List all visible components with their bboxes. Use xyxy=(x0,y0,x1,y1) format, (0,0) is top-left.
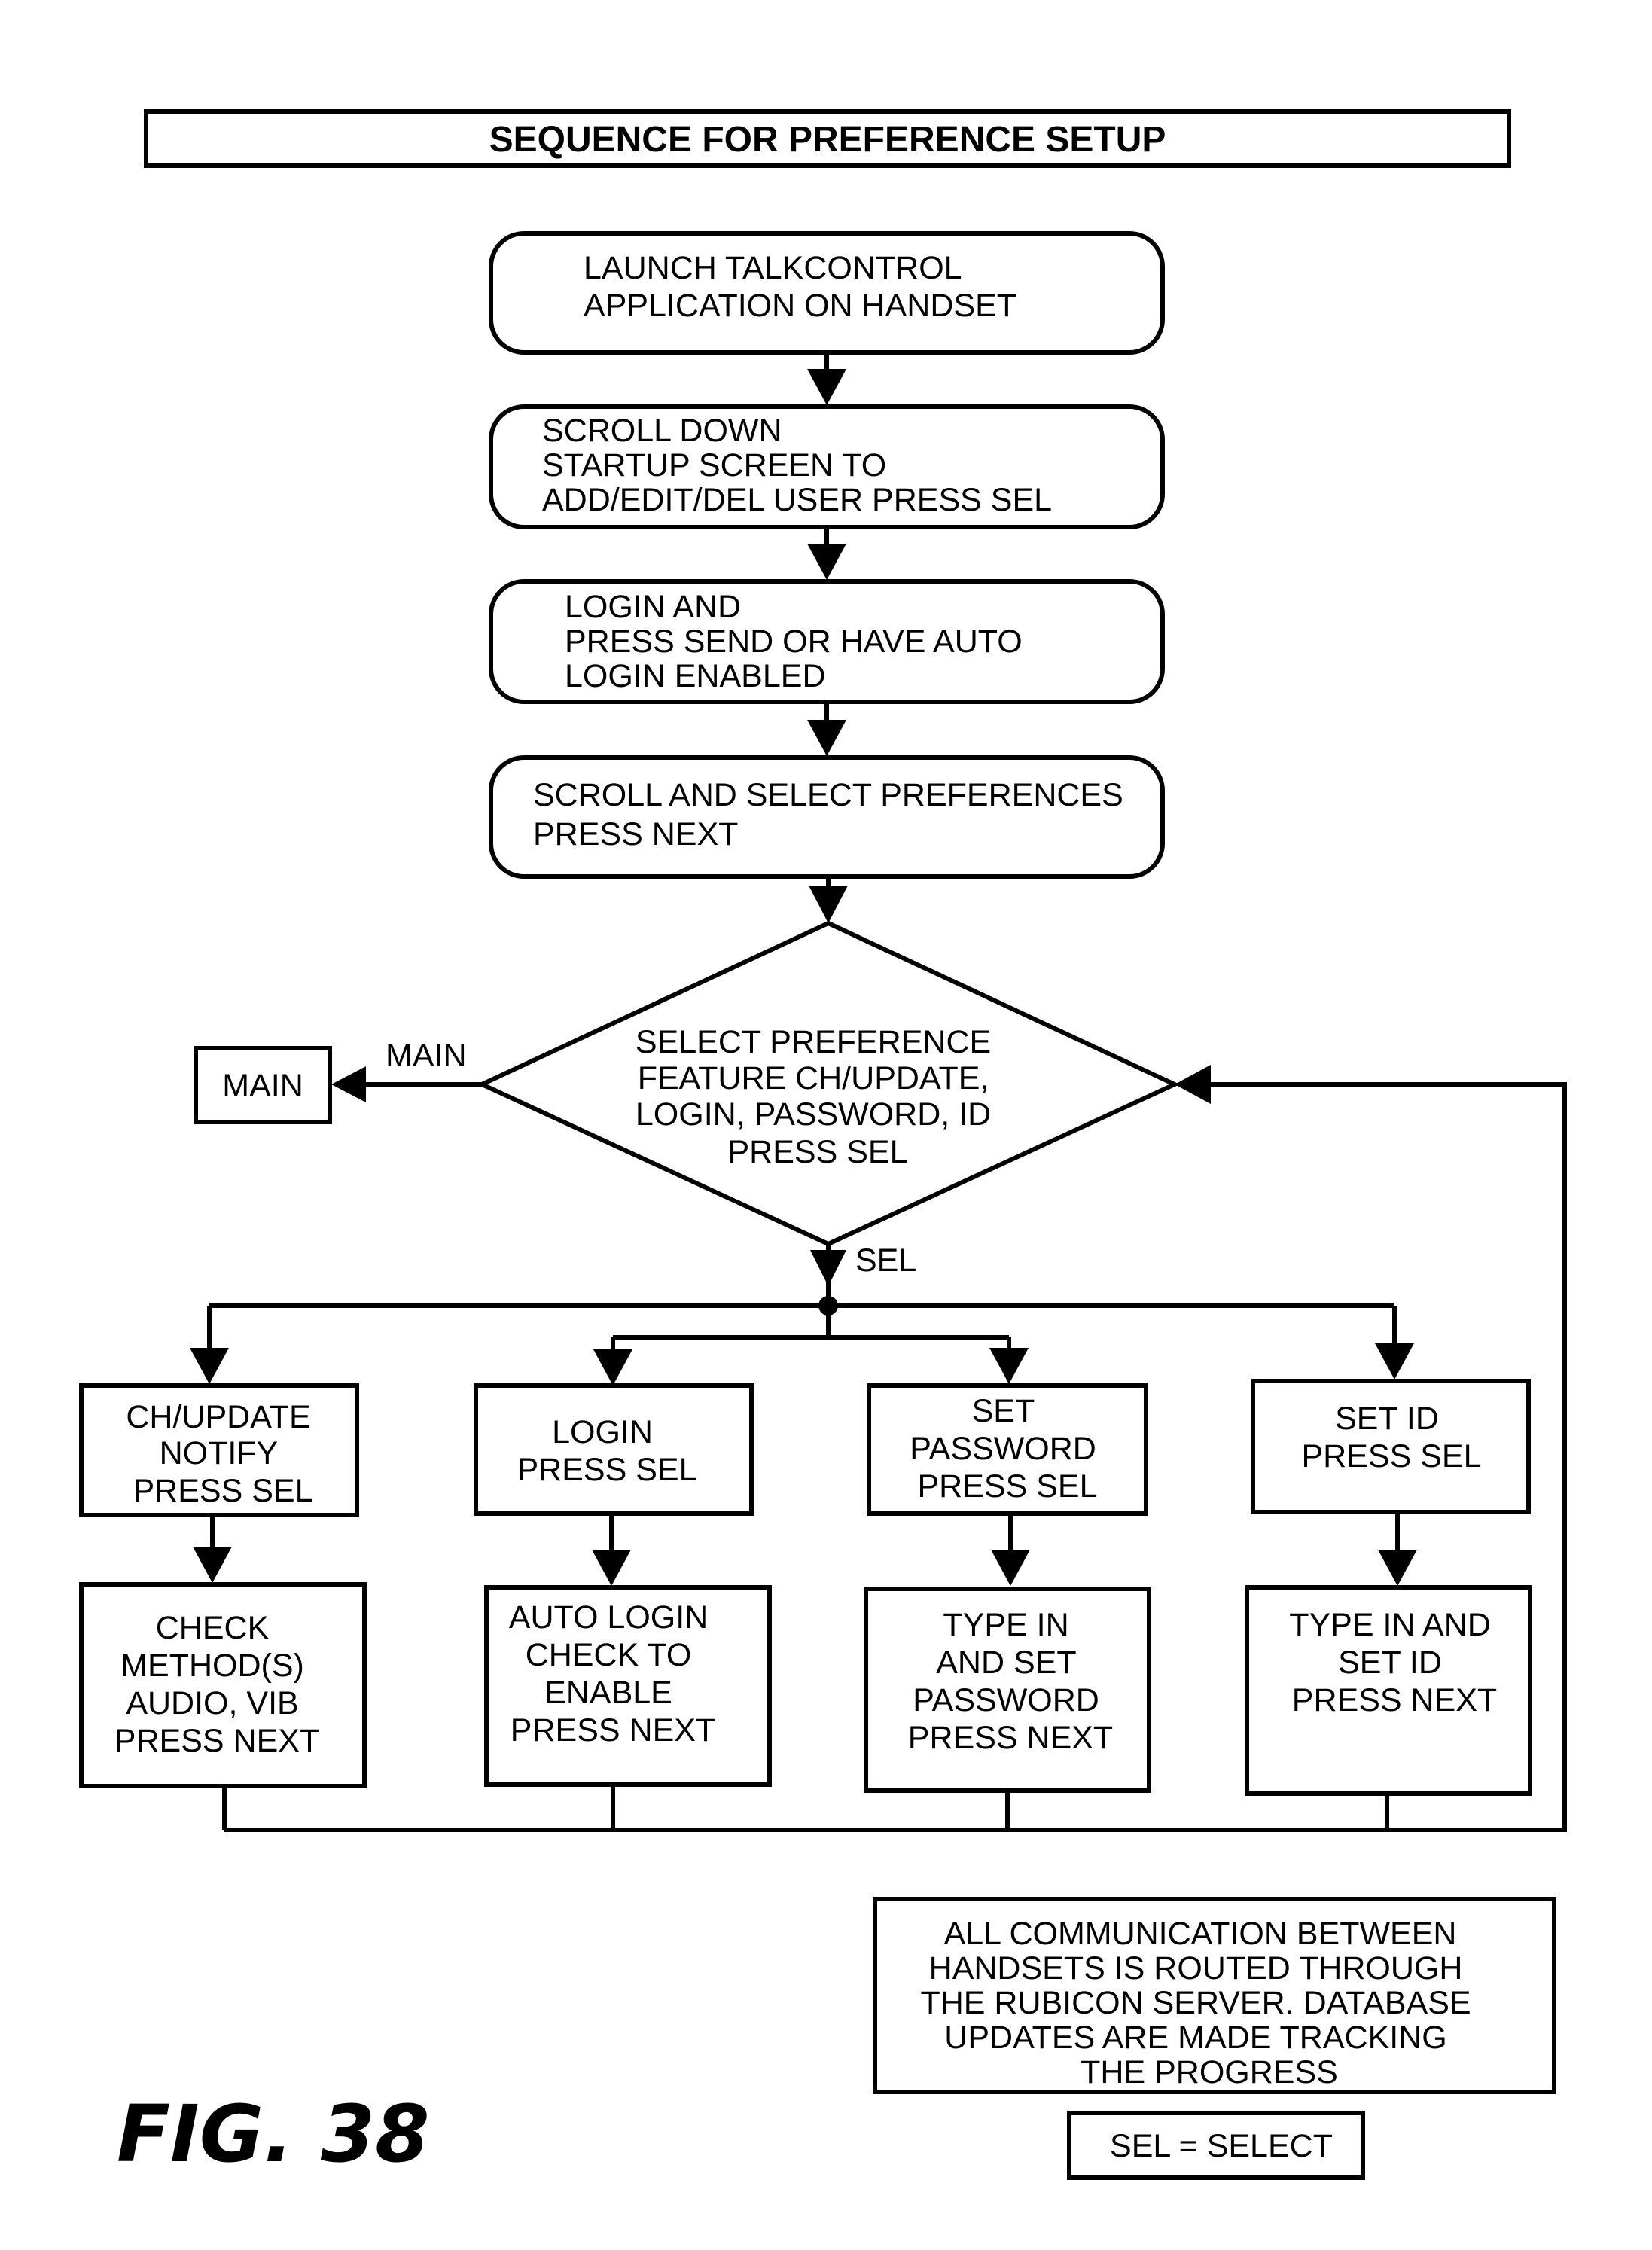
branch-id-box xyxy=(1251,1379,1531,1514)
branch-login-text: LOGIN PRESS SEL xyxy=(517,1414,697,1488)
step-login-line: LOGIN AND xyxy=(565,589,741,625)
decision-line: PRESS SEL xyxy=(728,1134,908,1170)
branch-id-action-line: SET ID xyxy=(1338,1645,1442,1681)
main-edge-label: MAIN xyxy=(386,1038,467,1074)
branch-password-action-text: TYPE IN AND SET PASSWORD PRESS NEXT xyxy=(908,1607,1113,1756)
branch-login-action-text: AUTO LOGIN CHECK TO ENABLE PRESS NEXT xyxy=(509,1599,717,1748)
title-text: SEQUENCE FOR PREFERENCE SETUP xyxy=(489,120,1166,160)
main-arrowhead xyxy=(331,1066,366,1102)
branch-chupdate-text: CH/UPDATE NOTIFY PRESS SEL xyxy=(126,1399,319,1509)
branch-login-action-line: AUTO LOGIN xyxy=(509,1599,708,1636)
return-loop xyxy=(222,1065,1567,1832)
step-launch-text: LAUNCH TALKCONTROL APPLICATION ON HANDSE… xyxy=(584,250,1016,324)
branch-password-box xyxy=(867,1383,1148,1516)
branch-password-text: SET PASSWORD PRESS SEL xyxy=(910,1393,1105,1505)
branch-login-line: LOGIN xyxy=(552,1414,653,1450)
distribution-lines xyxy=(190,1303,1414,1386)
branch-id-arrowhead xyxy=(1378,1550,1417,1586)
branch-id-action-box xyxy=(1245,1585,1532,1796)
step-launch-line: APPLICATION ON HANDSET xyxy=(584,288,1016,324)
branch-chupdate-action-text: CHECK METHOD(S) AUDIO, VIB PRESS NEXT xyxy=(114,1610,319,1759)
note-line: ALL COMMUNICATION BETWEEN xyxy=(944,1916,1457,1952)
branch-login-arrowhead xyxy=(592,1550,631,1586)
note-line: UPDATES ARE MADE TRACKING xyxy=(944,2020,1446,2056)
title-box xyxy=(144,109,1511,168)
step-login-text: LOGIN AND PRESS SEND OR HAVE AUTO LOGIN … xyxy=(565,589,1032,694)
branch-chupdate-action-line: AUDIO, VIB xyxy=(126,1685,298,1721)
note-line: HANDSETS IS ROUTED THROUGH xyxy=(929,1950,1463,1986)
branch-id-line: SET ID xyxy=(1335,1401,1439,1437)
step-scroll-line: SCROLL DOWN xyxy=(542,413,782,449)
branch-password-line: SET xyxy=(972,1393,1035,1429)
decision-line: FEATURE CH/UPDATE, xyxy=(638,1060,989,1096)
branch-password-action-line: PRESS NEXT xyxy=(908,1720,1113,1756)
branch-password-action-box xyxy=(864,1587,1151,1793)
legend-box xyxy=(1067,2111,1365,2180)
decision-line: LOGIN, PASSWORD, ID xyxy=(636,1096,991,1133)
branch-id-line: PRESS SEL xyxy=(1302,1438,1482,1474)
branch-chupdate-arrowhead xyxy=(193,1547,232,1583)
branch-password-action-line: AND SET xyxy=(936,1645,1076,1681)
step-select-line: SCROLL AND SELECT PREFERENCES xyxy=(533,777,1123,813)
figure-label: FIG. 38 xyxy=(117,2088,430,2180)
step-scroll-line: ADD/EDIT/DEL USER PRESS SEL xyxy=(542,482,1052,518)
branch-id-action-text: TYPE IN AND SET ID PRESS NEXT xyxy=(1289,1607,1500,1718)
note-line: THE PROGRESS xyxy=(1081,2054,1338,2090)
branch-id-action-line: TYPE IN AND xyxy=(1289,1607,1491,1643)
main-box-text: MAIN xyxy=(222,1068,303,1104)
sel-edge-label: SEL xyxy=(855,1242,916,1279)
branch-login-action-line: PRESS NEXT xyxy=(511,1712,715,1748)
branch-chupdate-box xyxy=(79,1383,359,1517)
branch-chupdate-action-box xyxy=(79,1582,367,1788)
branch-id-action-line: PRESS NEXT xyxy=(1292,1682,1497,1718)
branch-login-action-line: CHECK TO xyxy=(526,1637,692,1673)
branch-password-line: PRESS SEL xyxy=(918,1468,1098,1505)
branch-id-text: SET ID PRESS SEL xyxy=(1302,1401,1482,1474)
branch-login-box xyxy=(474,1383,754,1516)
step-select-text: SCROLL AND SELECT PREFERENCES PRESS NEXT xyxy=(533,777,1132,852)
branch-chupdate-action-line: CHECK xyxy=(156,1610,270,1646)
note-text: ALL COMMUNICATION BETWEEN HANDSETS IS RO… xyxy=(920,1916,1480,2090)
step-login-line: PRESS SEND OR HAVE AUTO xyxy=(565,623,1023,660)
step-select-line: PRESS NEXT xyxy=(533,816,738,852)
branch-chupdate-line: PRESS SEL xyxy=(133,1473,313,1509)
step-login-line: LOGIN ENABLED xyxy=(565,658,826,694)
branch-login-line: PRESS SEL xyxy=(517,1452,697,1488)
main-box xyxy=(194,1046,332,1124)
step-scroll-line: STARTUP SCREEN TO xyxy=(542,447,886,483)
branch-chupdate-line: NOTIFY xyxy=(160,1435,278,1471)
sel-arrowhead xyxy=(810,1250,846,1286)
note-box xyxy=(873,1897,1556,2094)
branch-chupdate-line: CH/UPDATE xyxy=(126,1399,310,1435)
legend-text: SEL = SELECT xyxy=(1110,2128,1333,2164)
branch-password-arrowhead xyxy=(991,1550,1030,1586)
step-scroll-text: SCROLL DOWN STARTUP SCREEN TO ADD/EDIT/D… xyxy=(542,413,1052,518)
branch-login-action-box xyxy=(484,1585,772,1787)
branch-password-action-line: PASSWORD xyxy=(913,1682,1099,1718)
note-line: THE RUBICON SERVER. DATABASE xyxy=(920,1985,1471,2021)
branch-chupdate-action-line: PRESS NEXT xyxy=(114,1723,319,1759)
decision-line: SELECT PREFERENCE xyxy=(636,1024,991,1060)
branch-login-action-line: ENABLE xyxy=(544,1675,672,1711)
step-launch-line: LAUNCH TALKCONTROL xyxy=(584,250,962,286)
branch-chupdate-action-line: METHOD(S) xyxy=(120,1648,304,1684)
branch-password-line: PASSWORD xyxy=(910,1431,1096,1467)
decision-text: SELECT PREFERENCE FEATURE CH/UPDATE, LOG… xyxy=(636,1024,1000,1170)
top-connectors xyxy=(807,352,848,923)
branch-password-action-line: TYPE IN xyxy=(943,1607,1068,1643)
